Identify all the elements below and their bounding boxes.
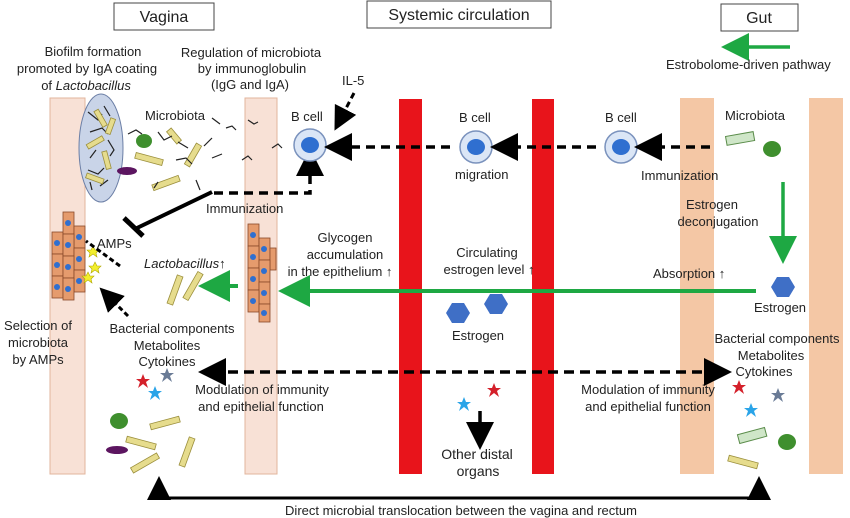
amps-label: AMPs bbox=[97, 236, 132, 251]
translocation-label: Direct microbial translocation between t… bbox=[285, 503, 637, 518]
vagina-bcell-label: B cell bbox=[291, 109, 323, 124]
gut-modulation-label-2: and epithelial function bbox=[585, 399, 711, 414]
lactobacillus-rods bbox=[166, 270, 204, 306]
systemic-stars bbox=[457, 383, 501, 411]
biofilm-label: Biofilm formation promoted by IgA coatin… bbox=[17, 44, 157, 93]
svg-text:by immunoglobulin: by immunoglobulin bbox=[198, 61, 306, 76]
gut-microbiota-top bbox=[724, 131, 781, 157]
header-systemic-circulation: Systemic circulation bbox=[366, 0, 552, 29]
deconjugation-label-2: deconjugation bbox=[678, 214, 759, 229]
gut-stars bbox=[732, 380, 785, 417]
gut-bacterial-label-3: Cytokines bbox=[735, 364, 793, 379]
gut-microbiota-bottom bbox=[727, 426, 796, 470]
gut-estrogen-hexagon bbox=[771, 277, 795, 297]
selection-arrow bbox=[99, 287, 130, 318]
blood-vessel-left bbox=[399, 99, 422, 474]
regulation-label: Regulation of microbiota by immunoglobul… bbox=[181, 45, 322, 92]
gut-microbiota-label: Microbiota bbox=[725, 108, 786, 123]
vagina-modulation-label-1: Modulation of immunity bbox=[195, 382, 329, 397]
lactobacillus-label: Lactobacillus↑ bbox=[144, 256, 226, 271]
svg-text:Gut: Gut bbox=[746, 10, 772, 27]
vagina-bacterial-label-2: Metabolites bbox=[134, 338, 201, 353]
svg-text:of Lactobacillus: of Lactobacillus bbox=[41, 78, 131, 93]
vagina-bacterial-label-1: Bacterial components bbox=[109, 321, 235, 336]
gut-immunization-label: Immunization bbox=[641, 168, 718, 183]
migration-label: migration bbox=[455, 167, 508, 182]
vagina-microbiota-cluster bbox=[117, 117, 283, 192]
systemic-estrogen-hexagon-2 bbox=[484, 294, 508, 314]
vagina-inner-cell-nuclei bbox=[250, 232, 267, 316]
legend-estrobolome: Estrobolome-driven pathway bbox=[666, 33, 831, 72]
selection-label-2: microbiota bbox=[8, 335, 69, 350]
inhibition-bar bbox=[122, 216, 145, 238]
gut-bacterial-label-2: Metabolites bbox=[738, 348, 805, 363]
selection-label-1: Selection of bbox=[4, 318, 72, 333]
circulating-label-2: estrogen level ↑ bbox=[443, 262, 534, 277]
absorption-label: Absorption ↑ bbox=[653, 266, 725, 281]
amps-link-line bbox=[85, 239, 121, 268]
svg-text:Systemic circulation: Systemic circulation bbox=[388, 7, 529, 24]
svg-text:Vagina: Vagina bbox=[140, 9, 189, 26]
biofilm bbox=[78, 93, 124, 203]
il5-arrow bbox=[334, 92, 357, 131]
vagina-modulation-label-2: and epithelial function bbox=[198, 399, 324, 414]
legend-label: Estrobolome-driven pathway bbox=[666, 57, 831, 72]
gut-estrogen-label: Estrogen bbox=[754, 300, 806, 315]
svg-text:(IgG and IgA): (IgG and IgA) bbox=[211, 77, 289, 92]
other-organs-label-1: Other distal bbox=[441, 446, 513, 462]
gut-b-cell bbox=[604, 130, 638, 164]
vagina-microbiota-bottom bbox=[106, 413, 196, 474]
vagina-b-cell bbox=[293, 128, 327, 162]
svg-text:promoted by IgA coating: promoted by IgA coating bbox=[17, 61, 157, 76]
systemic-estrogen-hexagon-1 bbox=[446, 303, 470, 323]
vagina-bacterial-label-3: Cytokines bbox=[138, 354, 196, 369]
gut-bcell-label: B cell bbox=[605, 110, 637, 125]
glycogen-label-2: accumulation bbox=[307, 247, 384, 262]
svg-text:Biofilm formation: Biofilm formation bbox=[45, 44, 142, 59]
gut-inner-epithelium bbox=[680, 98, 714, 474]
amps-burst-icons bbox=[81, 245, 102, 284]
glycogen-label-1: Glycogen bbox=[318, 230, 373, 245]
systemic-b-cell bbox=[459, 130, 493, 164]
header-vagina: Vagina bbox=[113, 2, 215, 31]
vagina-microbiota-label: Microbiota bbox=[145, 108, 206, 123]
gut-bacterial-label-1: Bacterial components bbox=[714, 331, 840, 346]
translocation-arrow bbox=[147, 476, 771, 500]
header-gut: Gut bbox=[720, 3, 799, 32]
deconjugation-label-1: Estrogen bbox=[686, 197, 738, 212]
systemic-estrogen-label: Estrogen bbox=[452, 328, 504, 343]
selection-label-3: by AMPs bbox=[12, 352, 64, 367]
circulating-label-1: Circulating bbox=[456, 245, 517, 260]
il5-label: IL-5 bbox=[342, 73, 364, 88]
systemic-bcell-label: B cell bbox=[459, 110, 491, 125]
vagina-stars bbox=[136, 368, 174, 400]
svg-text:Regulation of microbiota: Regulation of microbiota bbox=[181, 45, 322, 60]
gut-outer-epithelium bbox=[809, 98, 843, 474]
inhibition-line bbox=[136, 190, 213, 230]
other-organs-label-2: organs bbox=[457, 463, 500, 479]
gut-modulation-label-1: Modulation of immunity bbox=[581, 382, 715, 397]
blood-vessel-right bbox=[532, 99, 554, 474]
vagina-immunization-arrow bbox=[214, 148, 324, 195]
vagina-outer-cell-nuclei bbox=[54, 220, 82, 292]
glycogen-label-3: in the epithelium ↑ bbox=[288, 264, 393, 279]
vagina-immunization-label: Immunization bbox=[206, 201, 283, 216]
